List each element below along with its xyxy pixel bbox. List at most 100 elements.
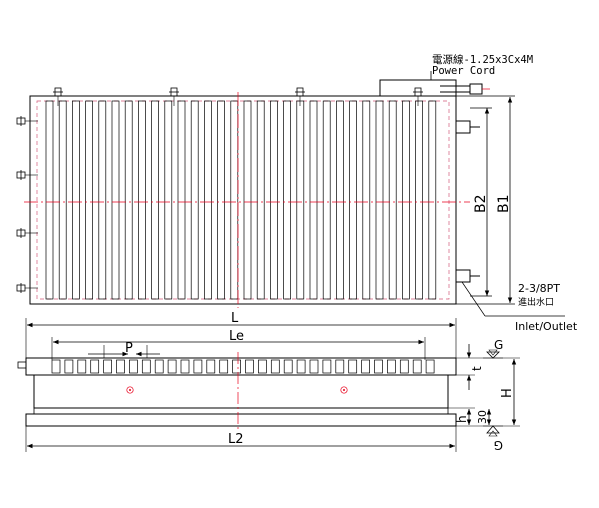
pole-bar (138, 100, 146, 300)
port-spec: 2-3/8PT (518, 282, 560, 295)
pole-bar (58, 100, 67, 300)
left-bolts (16, 116, 38, 293)
pole-slot (296, 359, 306, 374)
pole-bar (388, 100, 397, 300)
pole-bar (256, 100, 265, 300)
pole-bar (309, 100, 318, 300)
pole-slot (193, 359, 203, 374)
pole-bar (322, 100, 331, 300)
power-cord-label: Power Cord (432, 65, 495, 77)
dim-l2-label: L2 (228, 432, 244, 447)
pole-bar (72, 100, 80, 300)
pole-slot (51, 359, 61, 374)
pole-bar (283, 100, 291, 300)
top-bolt (295, 87, 305, 106)
pole-bar (243, 100, 252, 300)
pole-slot (335, 359, 345, 374)
pole-slot (258, 359, 267, 374)
pole-bar (85, 100, 93, 300)
pole-bar (428, 100, 437, 300)
pole-slot (64, 359, 74, 374)
pole-slot (322, 359, 332, 374)
pole-slot (219, 359, 229, 374)
side-bolt (16, 116, 38, 126)
pole-slot (361, 359, 370, 374)
pole-slot (374, 359, 383, 374)
pole-slot (412, 359, 422, 374)
cord-housing (379, 79, 457, 96)
top-bolt (53, 87, 63, 106)
side-view: L Le P t (17, 311, 520, 452)
pole-slot (309, 359, 319, 374)
pole-slot (348, 359, 358, 374)
side-bolt (16, 283, 38, 293)
top-bolts (53, 87, 423, 106)
dim-l-label: L (231, 311, 239, 326)
pole-bar (177, 100, 186, 300)
pole-slot (206, 359, 216, 374)
dim-b1-label: B1 (496, 194, 512, 213)
pole-slots (51, 359, 435, 374)
pole-slot (245, 359, 254, 374)
pole-bar (362, 100, 371, 300)
pole-slot (180, 359, 190, 374)
screw-left (126, 386, 134, 394)
pole-bar (124, 100, 133, 300)
pole-slot (425, 359, 435, 374)
pole-bar (164, 100, 173, 300)
pole-slot (103, 359, 112, 374)
dim-p-label: P (125, 341, 133, 356)
pole-slot (399, 359, 409, 374)
fitting-lower (455, 269, 480, 283)
pole-slot (116, 359, 125, 374)
power-cord-spec: 電源線-1.25x3Cx4M (432, 53, 533, 66)
pole-bar (217, 100, 225, 300)
pole-bar (349, 100, 357, 300)
pole-bar (45, 100, 54, 300)
pole-bar (375, 100, 384, 300)
port-label-cn: 進出水口 (518, 296, 554, 308)
top-bolt (169, 87, 179, 106)
grinding-symbol-bottom: G (483, 425, 503, 452)
pole-bar (111, 100, 120, 300)
pole-bar (336, 100, 344, 300)
grade-top-label: G (494, 338, 503, 352)
chuck-body (33, 374, 449, 409)
grinding-symbol-top: G (483, 338, 503, 359)
side-bolt (16, 228, 38, 238)
pole-slot (77, 359, 87, 374)
pole-bars (45, 100, 437, 300)
top-view-outline (29, 95, 457, 305)
chuck-bottom (25, 413, 457, 427)
dim-h-small-label: h (455, 415, 469, 423)
pole-slot (387, 359, 396, 374)
top-bolt (413, 87, 423, 106)
fitting-upper (455, 120, 480, 134)
pole-bar (296, 100, 305, 300)
port-label-en: Inlet/Outlet (515, 320, 578, 333)
top-view-hidden-outline (36, 100, 450, 300)
pole-bar (204, 100, 212, 300)
pole-bar (270, 100, 278, 300)
power-cord (430, 71, 490, 95)
chuck-base (33, 407, 449, 415)
screw-right (340, 386, 348, 394)
side-bolt (16, 170, 38, 180)
pole-slot (167, 359, 177, 374)
dim-30-label: 30 (476, 410, 489, 424)
pole-slot (141, 359, 151, 374)
pole-bar (190, 100, 199, 300)
pole-slot (232, 359, 241, 374)
pole-slot (283, 359, 293, 374)
pole-bar (98, 100, 107, 300)
dim-h-label: H (500, 388, 515, 398)
dim-b2-label: B2 (473, 194, 489, 213)
grade-bottom-label: G (494, 438, 503, 452)
pole-bar (402, 100, 410, 300)
pole-slot (129, 359, 138, 374)
pole-slot (154, 359, 164, 374)
pole-slot (90, 359, 100, 374)
top-view: 電源線-1.25x3Cx4M Power Cord B1 B2 2-3/8PT … (16, 53, 578, 333)
pole-slot (270, 359, 280, 374)
